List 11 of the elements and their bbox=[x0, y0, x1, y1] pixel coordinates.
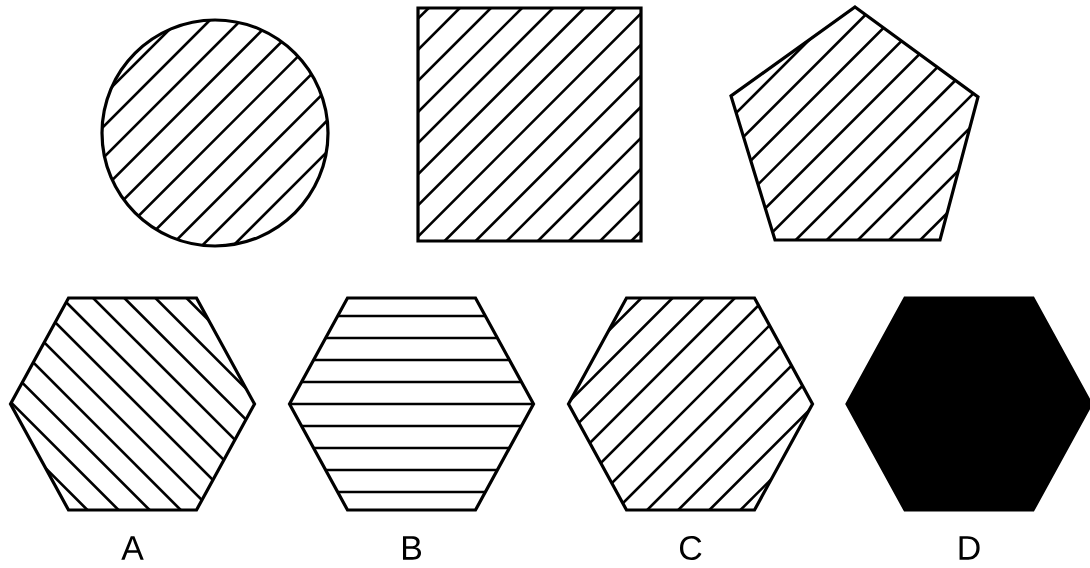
option-letter: B bbox=[403, 536, 421, 560]
striped-hexagon bbox=[287, 296, 536, 512]
hatched-pentagon bbox=[729, 5, 980, 242]
hatched-hexagon bbox=[566, 296, 815, 512]
hatched-circle bbox=[100, 18, 330, 248]
hatched-hexagon bbox=[8, 296, 257, 512]
option-letter: A bbox=[121, 536, 144, 560]
option-letter: C bbox=[680, 536, 702, 560]
option-letter: D bbox=[959, 536, 980, 560]
hatched-square bbox=[416, 6, 643, 243]
filled-hexagon bbox=[845, 296, 1090, 512]
